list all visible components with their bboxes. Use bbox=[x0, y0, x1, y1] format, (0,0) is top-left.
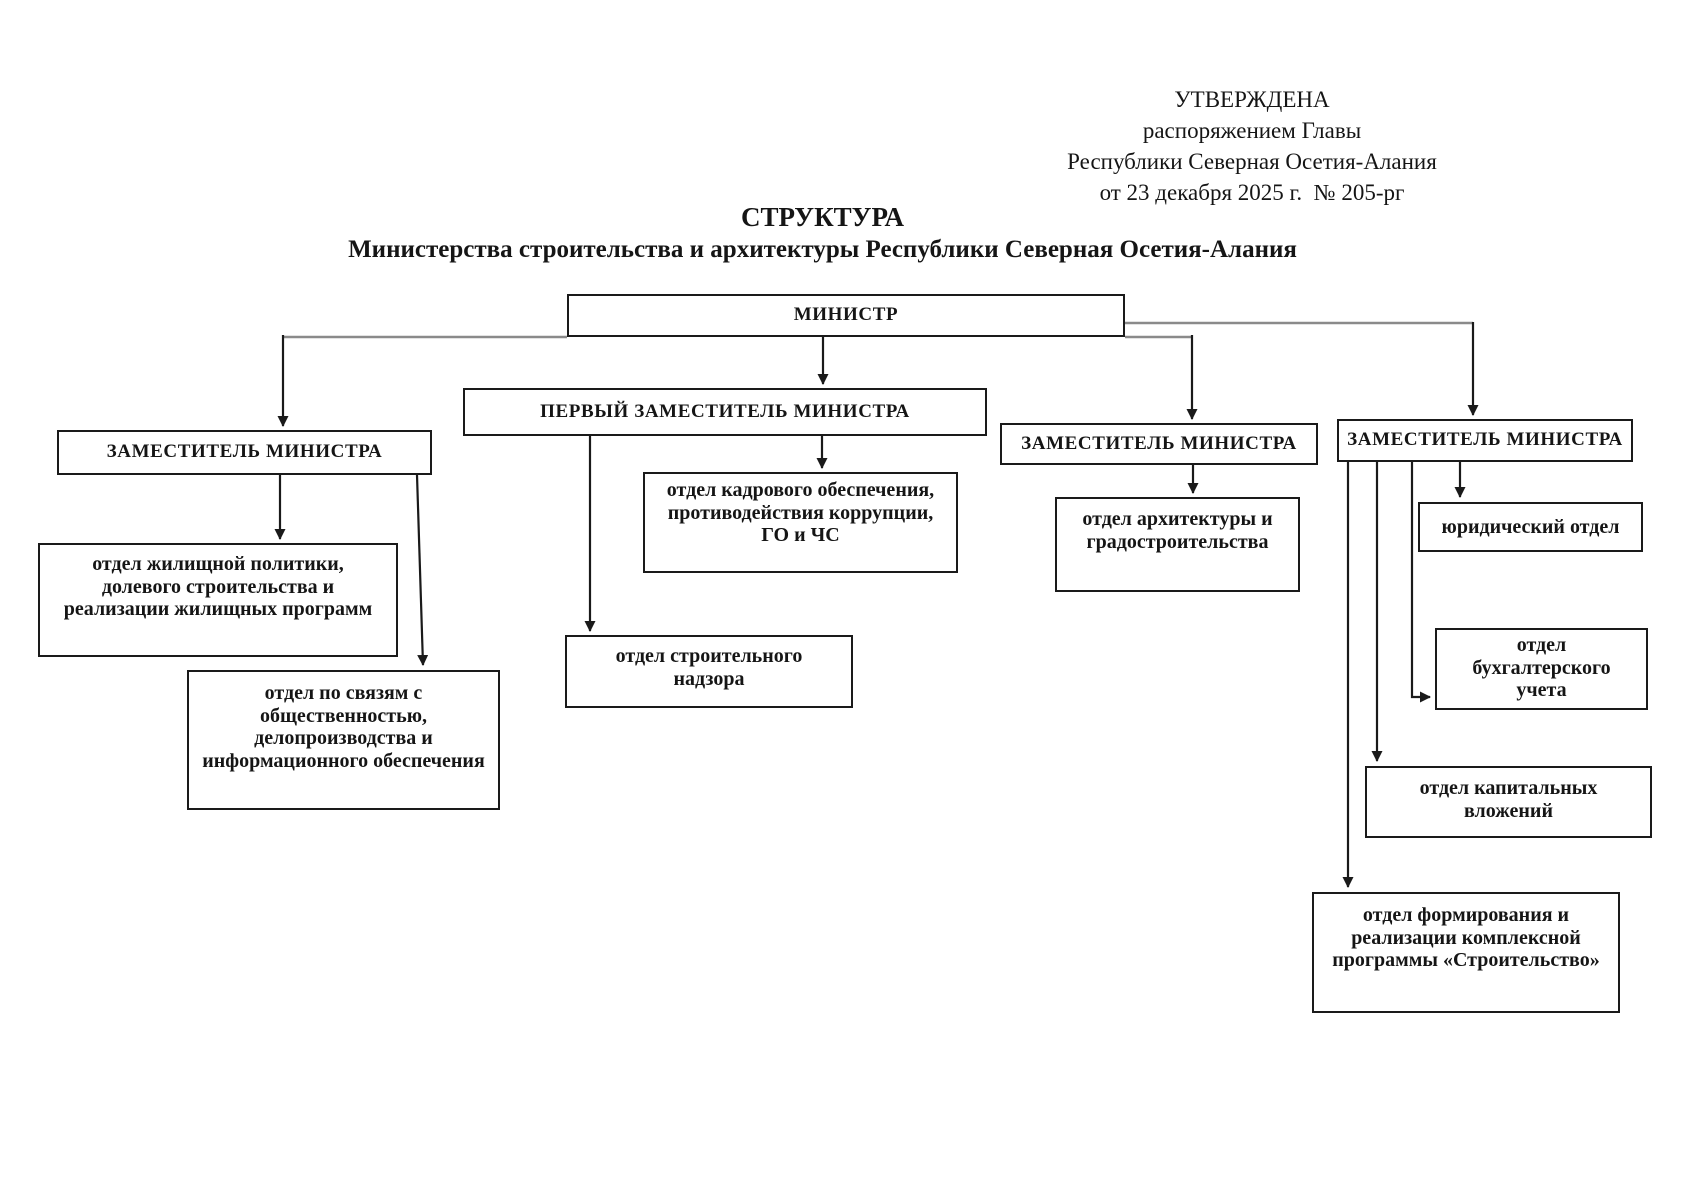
node-deputy-housing-label: ЗАМЕСТИТЕЛЬ МИНИСТРА bbox=[106, 441, 383, 463]
dept-program-stroitelstvo-line2: реализации комплексной bbox=[1351, 926, 1581, 949]
dept-public-relations-line3: делопроизводства и bbox=[254, 727, 433, 749]
dept-construction-supervision-line2: надзора bbox=[673, 667, 745, 690]
dept-housing-policy-line3: реализации жилищных программ bbox=[63, 598, 373, 620]
dept-accounting-line2: бухгалтерского bbox=[1472, 656, 1611, 679]
node-deputy-architecture: ЗАМЕСТИТЕЛЬ МИНИСТРА bbox=[1000, 423, 1318, 465]
dept-program-stroitelstvo-line1: отдел формирования и bbox=[1362, 904, 1570, 926]
dept-housing-policy-line1: отдел жилищной политики, bbox=[92, 553, 344, 575]
document-title: СТРУКТУРА Министерства строительства и а… bbox=[0, 200, 1645, 266]
node-first-deputy-label: ПЕРВЫЙ ЗАМЕСТИТЕЛЬ МИНИСТРА bbox=[540, 400, 910, 422]
dept-hr-corruption-line1: отдел кадрового обеспечения, bbox=[666, 479, 935, 501]
dept-public-relations-line1: отдел по связям с bbox=[264, 682, 423, 704]
dept-construction-supervision-line1: отдел строительного bbox=[615, 645, 803, 667]
node-dept-capital-investments: отдел капитальных вложений bbox=[1365, 766, 1652, 838]
dept-accounting-line1: отдел bbox=[1516, 634, 1567, 656]
dept-public-relations-line4: информационного обеспечения bbox=[202, 749, 485, 772]
dept-architecture-urban-line1: отдел архитектуры и bbox=[1082, 508, 1273, 530]
approval-line-4: от 23 декабря 2025 г. № 205-рг bbox=[1099, 180, 1405, 205]
dept-hr-corruption-line3: ГО и ЧС bbox=[761, 524, 840, 546]
approval-line-3: Республики Северная Осетия-Алания bbox=[1067, 149, 1437, 174]
node-dept-program-stroitelstvo: отдел формирования и реализации комплекс… bbox=[1312, 892, 1620, 1013]
dept-program-stroitelstvo-line3: программы «Строительство» bbox=[1332, 949, 1600, 971]
node-dept-construction-supervision: отдел строительного надзора bbox=[565, 635, 853, 708]
node-minister: МИНИСТР bbox=[567, 294, 1125, 337]
node-dept-architecture-urban: отдел архитектуры и градостроительства bbox=[1055, 497, 1300, 592]
node-first-deputy: ПЕРВЫЙ ЗАМЕСТИТЕЛЬ МИНИСТРА bbox=[463, 388, 987, 436]
approval-line-1: УТВЕРЖДЕНА bbox=[1174, 87, 1330, 112]
dept-capital-investments-line2: вложений bbox=[1464, 799, 1553, 822]
node-dept-hr-corruption: отдел кадрового обеспечения, противодейс… bbox=[643, 472, 958, 573]
dept-hr-corruption-line2: противодействия коррупции, bbox=[667, 501, 934, 524]
node-deputy-finance-label: ЗАМЕСТИТЕЛЬ МИНИСТРА bbox=[1347, 429, 1623, 451]
node-minister-label: МИНИСТР bbox=[793, 304, 899, 326]
node-deputy-finance: ЗАМЕСТИТЕЛЬ МИНИСТРА bbox=[1337, 419, 1633, 462]
node-dept-legal: юридический отдел bbox=[1418, 502, 1643, 552]
node-deputy-housing: ЗАМЕСТИТЕЛЬ МИНИСТРА bbox=[57, 430, 432, 475]
dept-accounting-line3: учета bbox=[1516, 679, 1567, 701]
node-dept-public-relations: отдел по связям с общественностью, делоп… bbox=[187, 670, 500, 810]
approval-line-2: распоряжением Главы bbox=[1142, 118, 1362, 143]
node-dept-housing-policy: отдел жилищной политики, долевого строит… bbox=[38, 543, 398, 657]
approval-block: УТВЕРЖДЕНА распоряжением Главы Республик… bbox=[1032, 84, 1472, 208]
node-dept-accounting: отдел бухгалтерского учета bbox=[1435, 628, 1648, 710]
dept-capital-investments-line1: отдел капитальных bbox=[1419, 777, 1598, 799]
dept-housing-policy-line2: долевого строительства и bbox=[101, 575, 335, 598]
title-main: СТРУКТУРА bbox=[740, 202, 905, 232]
dept-public-relations-line2: общественностью, bbox=[260, 704, 427, 727]
dept-architecture-urban-line2: градостроительства bbox=[1086, 530, 1269, 553]
title-subtitle: Министерства строительства и архитектуры… bbox=[348, 236, 1297, 263]
node-deputy-architecture-label: ЗАМЕСТИТЕЛЬ МИНИСТРА bbox=[1021, 432, 1297, 454]
dept-legal-line1: юридический отдел bbox=[1441, 515, 1620, 538]
